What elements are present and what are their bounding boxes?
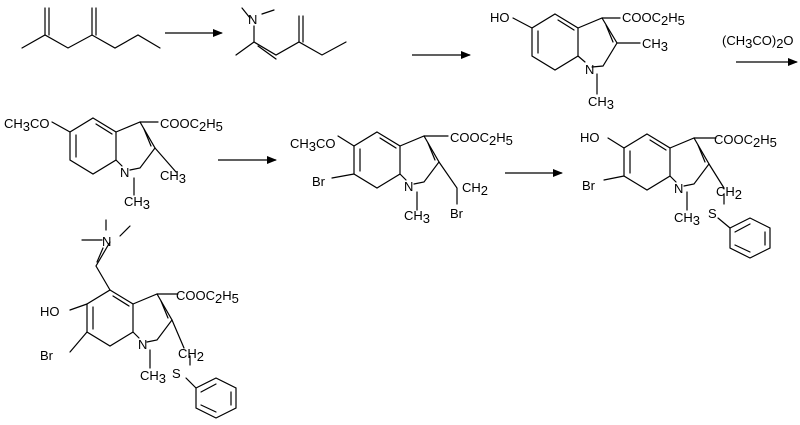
dibromoindole-n: N [404,179,413,194]
dibromoindole-n-me: CH3 [404,208,430,226]
hydroxyindole-n: N [585,62,594,77]
molecule-hydroxyindole: HO COOC2H5 N CH3 CH3 [490,10,685,112]
reagent-acetic-anhydride: (CH3CO)2O [722,33,794,51]
phenylthioindole-ester: COOC2H5 [714,132,777,150]
hydroxyindole-ho: HO [490,10,510,25]
mannich-ho: HO [40,304,60,319]
phenylthioindole-s: S [708,206,717,221]
dibromoindole-subst: CH3CO [290,136,336,154]
phenylthioindole-ch2: CH2 [716,184,742,202]
hydroxyindole-c2-me: CH3 [642,36,668,54]
molecule-phenylthioindole: HO Br COOC2H5 N CH2 S CH3 [580,130,777,259]
mannich-s: S [172,366,181,381]
hydroxyindole-ester: COOC2H5 [622,10,685,28]
dibromoindole-ch2: CH2 [462,180,488,198]
dibromoindole-br-side: Br [450,206,464,221]
dibromoindole-ester: COOC2H5 [450,130,513,148]
mannich-n: N [138,337,147,352]
mannich-ester: COOC2H5 [176,288,239,306]
acetylindole-subst: CH3CO [4,116,50,134]
phenylthioindole-n-me: CH3 [674,210,700,228]
molecule-dibromoindole: CH3CO Br COOC2H5 N CH2 Br CH3 [290,130,513,226]
phenylthioindole-n: N [674,181,683,196]
hydroxyindole-n-me: CH3 [588,94,614,112]
acetylindole-n-me: CH3 [124,194,150,212]
molecule-enamine: N [235,7,347,60]
mannich-br-ring: Br [40,348,54,363]
phenylthioindole-ho: HO [580,130,600,145]
enamine-n-label: N [248,12,257,27]
molecule-mannich-product: N HO Br COOC2H5 N CH2 S CH3 [40,219,239,419]
molecule-acetylindole: CH3CO COOC2H5 N CH3 CH3 [4,116,223,212]
dibromoindole-br-ring: Br [312,174,326,189]
acetylindole-c2-me: CH3 [160,168,186,186]
molecule-ethyl-acetoacetate [21,7,161,49]
phenylthioindole-br-ring: Br [582,178,596,193]
mannich-n-me: CH3 [140,368,166,386]
acetylindole-n: N [120,165,129,180]
mannich-nme2: N [102,234,111,249]
acetylindole-ester: COOC2H5 [160,116,223,134]
mannich-ch2: CH2 [178,346,204,364]
